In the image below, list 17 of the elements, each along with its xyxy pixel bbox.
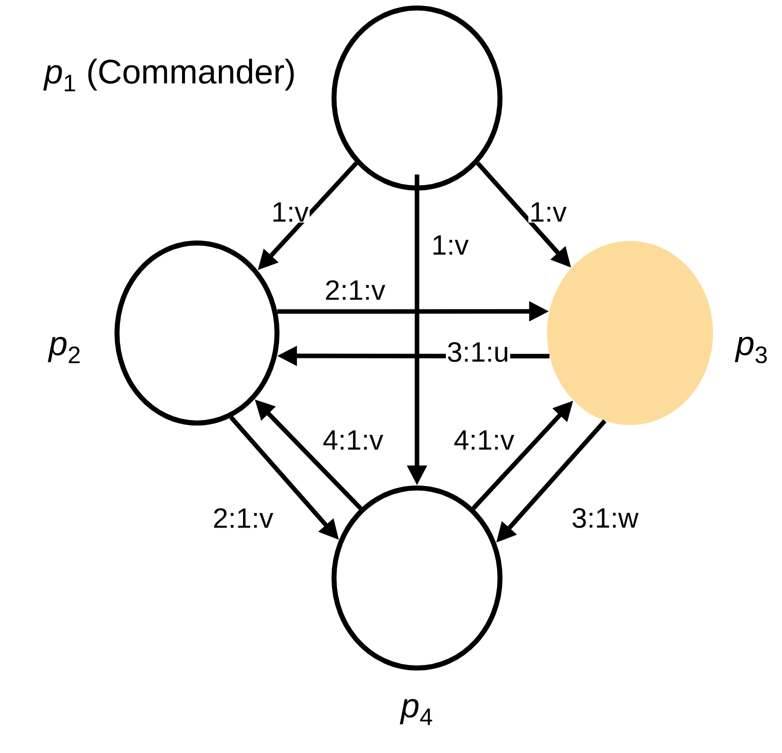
edge-label: 2:1:v <box>324 279 386 301</box>
edge-label: 2:1:v <box>212 507 274 529</box>
edge-label: 4:1:v <box>322 429 384 451</box>
edge-label: 1:v <box>430 234 470 256</box>
circle-node <box>547 241 713 425</box>
circle-node <box>114 240 280 426</box>
node-label: p$_{2}$ <box>48 336 80 364</box>
edge-label: 4:1:v <box>452 429 516 451</box>
node-label: p$_{4}$ <box>400 698 432 726</box>
edge-label: 1:v <box>270 201 310 223</box>
node-label: p$_{1}$ (Commander) <box>43 58 294 92</box>
edge-label: 1:v <box>528 201 568 223</box>
node-label: p$_{3}$ <box>734 336 767 364</box>
circle-node <box>332 6 502 190</box>
edge-label: 3:1:w <box>570 507 640 529</box>
circle-node <box>332 486 502 670</box>
edge-label: 3:1:u <box>446 341 510 363</box>
